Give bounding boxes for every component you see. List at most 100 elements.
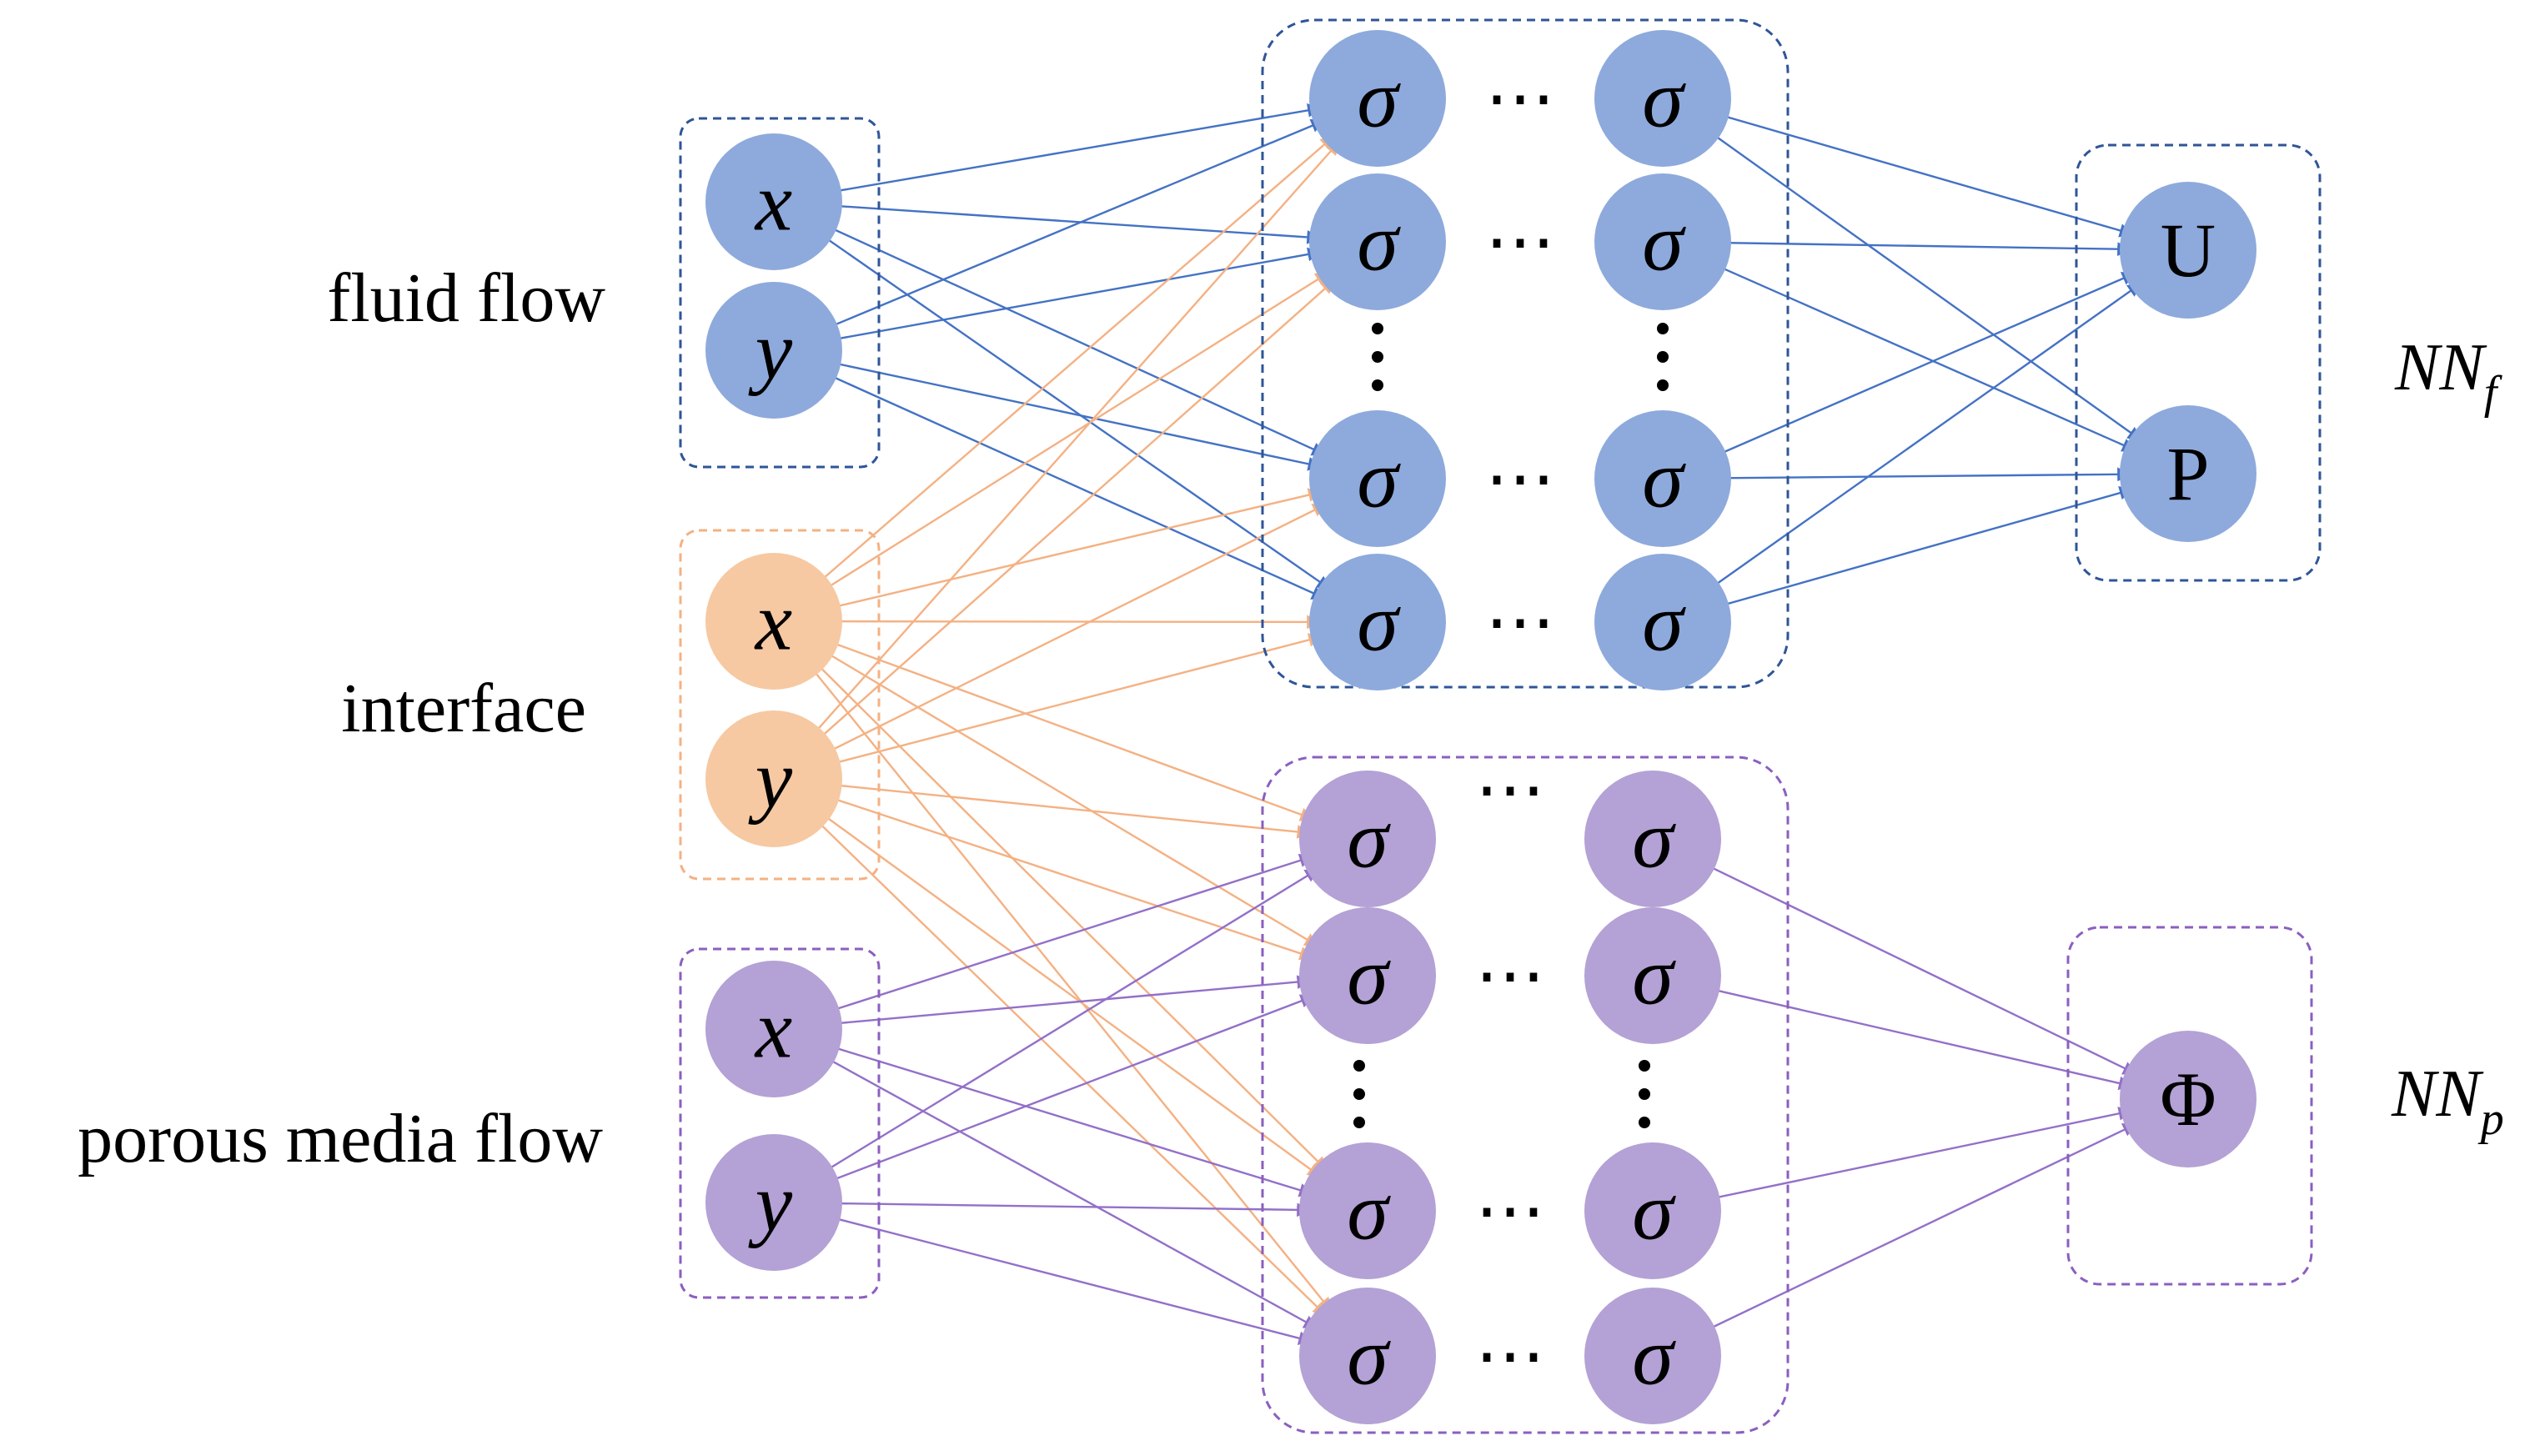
porous-output-edge (1686, 1123, 2137, 1341)
fluid-input-x-node-label: x (754, 156, 792, 249)
fluid-hidden-box (1261, 18, 1790, 689)
interface-edge (798, 140, 1340, 752)
interface-edge (801, 135, 1335, 598)
horizontal-ellipsis: ⋯ (1475, 1172, 1545, 1250)
porous-hidden-node (1299, 771, 1436, 907)
porous-input-y-node-label: y (748, 1157, 793, 1249)
fluid-output-edge (1700, 467, 2131, 482)
fluid-hidden-node-label: σ (1357, 53, 1401, 145)
vertical-ellipsis (1353, 1088, 1365, 1100)
interface-input-y-node (705, 710, 842, 847)
fluid-hidden-node (1594, 173, 1731, 310)
fluid-input-y-node (705, 282, 842, 419)
fluid-input-edge (810, 357, 1323, 471)
interface-edge (800, 646, 1328, 1172)
vertical-ellipsis (1639, 1117, 1650, 1128)
porous-input-edge (811, 975, 1312, 1027)
horizontal-ellipsis: ⋯ (1485, 203, 1555, 281)
vertical-ellipsis (1372, 351, 1383, 363)
fluid-input-edge (807, 216, 1327, 456)
output-u-node (2120, 182, 2256, 319)
porous-hidden-node-label: σ (1347, 1310, 1391, 1403)
fluid-hidden-node-label: σ (1357, 576, 1401, 669)
interface-edge (811, 781, 1312, 839)
fluid-input-edge (807, 364, 1326, 600)
horizontal-ellipsis: ⋯ (1485, 440, 1555, 518)
porous-hidden-node (1584, 907, 1721, 1044)
fluid-input-x-node (705, 133, 842, 270)
interface-edge (806, 503, 1328, 763)
porous-input-edge (808, 994, 1315, 1191)
fluid-output-edge (1699, 485, 2134, 613)
vertical-ellipsis (1372, 379, 1383, 391)
vertical-ellipsis (1353, 1117, 1365, 1128)
fluid-input-edge (811, 203, 1322, 244)
output-phi-node-label: Φ (2160, 1057, 2216, 1142)
horizontal-ellipsis: ⋯ (1485, 584, 1555, 661)
fluid-hidden-node-label: σ (1642, 433, 1686, 525)
fluid-input-edge (804, 222, 1332, 590)
fluid-hidden-node-label: σ (1642, 576, 1686, 669)
ellipsis-marks: ⋯ ⋯ ⋯ ⋯ ⋯ ⋯ ⋯ ⋯ (1353, 60, 1669, 1395)
interface-edge (810, 488, 1323, 614)
fluid-input-y-node-label: y (748, 304, 793, 397)
interface-edge (803, 800, 1322, 1177)
connection-edges (796, 103, 2142, 1345)
fluid-input-edge (811, 103, 1322, 197)
porous-input-x-node-label: x (754, 983, 792, 1076)
output-u-node-label: U (2161, 208, 2216, 293)
horizontal-ellipsis: ⋯ (1485, 60, 1555, 138)
porous-hidden-node-label: σ (1632, 930, 1676, 1022)
fluid-hidden-node-label: σ (1357, 196, 1401, 289)
horizontal-ellipsis: ⋯ (1475, 937, 1545, 1015)
porous-output-box (2066, 926, 2313, 1286)
interface-edge (796, 650, 1333, 1313)
porous-hidden-node (1584, 771, 1721, 907)
porous-input-edge (809, 853, 1314, 1019)
fluid-hidden-node (1309, 30, 1446, 167)
interface-edge (805, 272, 1330, 603)
fluid-input-edge (808, 118, 1326, 337)
horizontal-ellipsis: ⋯ (1475, 1318, 1545, 1395)
fluid-hidden-node (1309, 410, 1446, 547)
porous-input-edge (806, 1046, 1318, 1329)
interface-edge (808, 633, 1315, 821)
porous-input-box (679, 947, 881, 1299)
fluid-output-box (2075, 143, 2322, 582)
fluid-output-edge (1700, 241, 2131, 257)
fluid-hidden-node-label: σ (1357, 433, 1401, 525)
fluid-input-edge (811, 247, 1323, 345)
porous-input-x-node (705, 961, 842, 1097)
interface-edge (800, 804, 1328, 1317)
porous-hidden-node-label: σ (1632, 1310, 1676, 1403)
horizontal-ellipsis: ⋯ (1475, 751, 1545, 829)
fluid-flow-label: fluid flow (327, 259, 605, 337)
vertical-ellipsis (1657, 379, 1669, 391)
nn-f-label: NNf (2394, 331, 2503, 419)
vertical-ellipsis (1657, 351, 1669, 363)
porous-input-edge (810, 1211, 1313, 1345)
fluid-input-box (679, 117, 881, 469)
fluid-hidden-node (1594, 554, 1731, 690)
porous-input-edge (805, 868, 1319, 1184)
vertical-ellipsis (1639, 1060, 1650, 1072)
porous-output-edge (1689, 982, 2133, 1091)
interface-edge (809, 790, 1314, 961)
porous-input-edge (809, 1039, 1313, 1197)
interface-input-x-node-label: x (754, 575, 792, 668)
output-p-node (2120, 405, 2256, 542)
porous-media-flow-label: porous media flow (78, 1100, 603, 1177)
fluid-output-edge (1696, 256, 2136, 452)
fluid-output-edge (1696, 272, 2136, 465)
fluid-hidden-node (1309, 554, 1446, 690)
fluid-hidden-node (1594, 410, 1731, 547)
interface-input-y-node-label: y (748, 733, 793, 826)
vertical-ellipsis (1372, 323, 1383, 334)
porous-output-edge (1689, 1107, 2133, 1204)
nn-p-label: NNp (2391, 1057, 2504, 1145)
interface-edge (811, 615, 1321, 630)
porous-hidden-box (1261, 756, 1790, 1434)
vertical-ellipsis (1657, 323, 1669, 334)
porous-hidden-node-label: σ (1347, 930, 1391, 1022)
